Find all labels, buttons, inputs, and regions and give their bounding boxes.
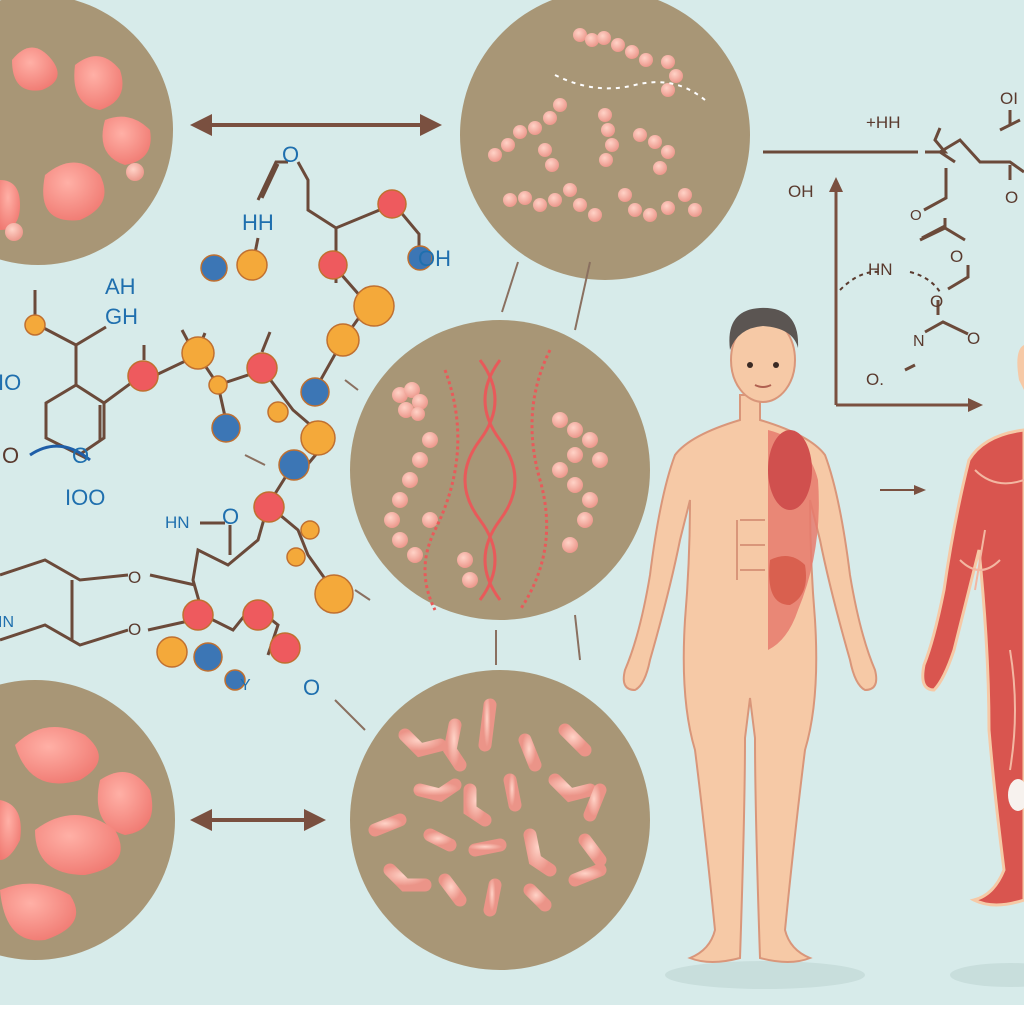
label: O xyxy=(950,247,963,266)
atom-label: AH xyxy=(105,274,136,299)
molecule-structure-left: O HH OH AH GH IO O O IOO HN O O IN O O Y xyxy=(0,142,451,700)
atom-label: O xyxy=(303,675,320,700)
label: O xyxy=(967,329,980,348)
molecule-structure-right: +HH OI OH O HN O O N O O O. xyxy=(763,89,1024,412)
circle-peptide-chains-top xyxy=(460,0,750,280)
atom-label: GH xyxy=(105,304,138,329)
atom-label: HN xyxy=(165,513,190,532)
atom-label: O xyxy=(128,568,141,587)
atom-label: OH xyxy=(418,246,451,271)
atom-label: Y xyxy=(240,677,251,694)
muscle-figure-icon xyxy=(921,345,1024,987)
double-arrow-icon xyxy=(190,114,442,136)
atom-label: O xyxy=(222,504,239,529)
label: O xyxy=(910,207,922,224)
atom-label: O xyxy=(2,443,19,468)
bottom-strip xyxy=(0,1005,1024,1024)
axis-arrows-icon xyxy=(829,177,983,412)
circle-protein-blobs-top xyxy=(0,0,173,265)
circle-amino-acids-bottom xyxy=(350,670,650,970)
human-body-icon xyxy=(622,307,878,989)
circle-dna-peptides-middle xyxy=(350,320,650,620)
atom-label: O xyxy=(282,142,299,167)
label: O xyxy=(1005,188,1018,207)
atom-label: HH xyxy=(242,210,274,235)
label: O. xyxy=(866,370,884,389)
label: HN xyxy=(868,260,893,279)
label: +HH xyxy=(866,113,900,132)
arrow-right-icon xyxy=(880,485,926,495)
connector-lines xyxy=(244,261,591,731)
label: OI xyxy=(1000,89,1018,108)
circle-protein-blobs-bottom xyxy=(0,680,175,960)
atom-label: IOO xyxy=(65,485,105,510)
dna-helix-icon xyxy=(423,349,552,611)
atom-label: O xyxy=(72,443,89,468)
label: O xyxy=(930,292,943,311)
double-arrow-icon xyxy=(190,809,326,831)
atom-label: O xyxy=(128,620,141,639)
atom-label: IN xyxy=(0,614,14,631)
atom-label: IO xyxy=(0,370,21,395)
label: N xyxy=(913,333,925,350)
label: OH xyxy=(788,182,814,201)
